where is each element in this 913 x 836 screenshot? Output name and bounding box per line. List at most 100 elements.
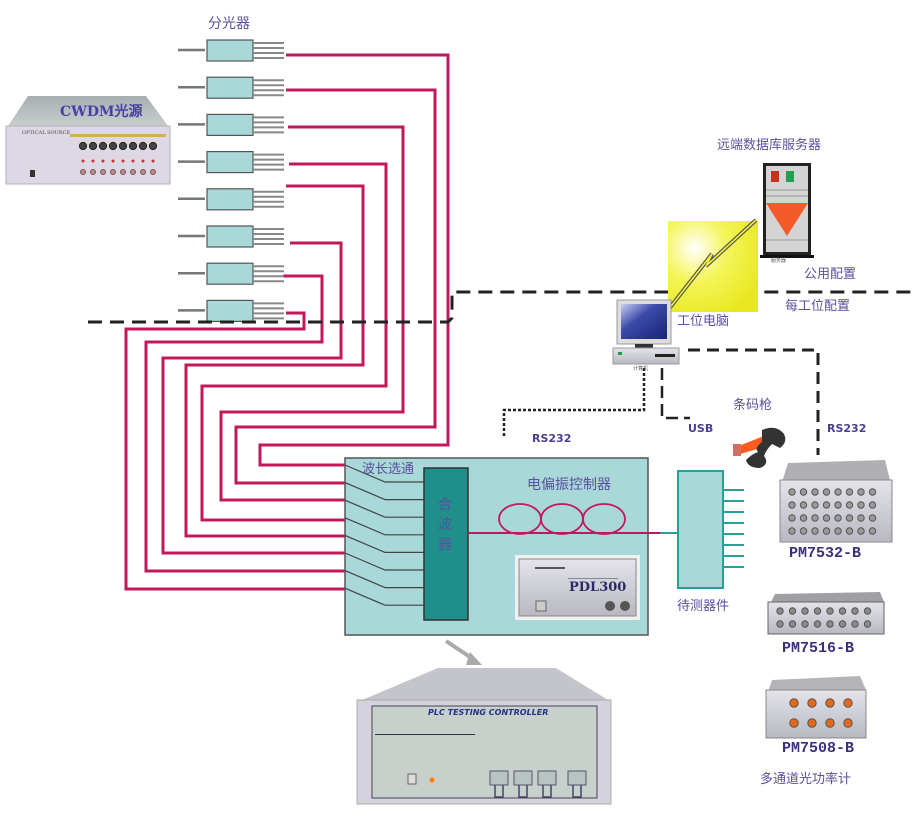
pm7532-port: [857, 501, 865, 509]
cwdm-switch: [140, 169, 146, 175]
splitter-array: [178, 39, 284, 322]
config-boundary-line: [88, 290, 913, 324]
workstation-pc-icon: [612, 299, 680, 365]
fiber-route: [144, 274, 345, 573]
pm7532-port: [788, 514, 796, 522]
pdl300-device: [515, 555, 640, 620]
cwdm-panel-text: OPTICAL SOURCE: [22, 130, 71, 136]
pm7532-port: [799, 514, 808, 522]
plc-port: [489, 770, 509, 786]
pm7516-port: [826, 620, 834, 628]
pm7516-port: [788, 607, 797, 615]
fiber-route: [258, 53, 450, 467]
plc-port: [513, 770, 533, 786]
cwdm-output-connector: [108, 141, 118, 151]
cwdm-switch: [90, 169, 96, 175]
plc-port: [567, 770, 587, 786]
pm7532-port: [845, 527, 854, 535]
combiner-input-line: [344, 534, 424, 554]
cwdm-indicator: [91, 159, 95, 163]
cwdm-switch: [150, 169, 156, 175]
pm7532-port: [822, 488, 831, 496]
plc-port: [537, 770, 557, 786]
rs232-right-label: RS232: [827, 422, 867, 435]
pm7532-port: [834, 514, 842, 522]
plc-port-cable: [542, 785, 552, 798]
pm7532-port: [811, 488, 819, 496]
splitter: [178, 113, 284, 137]
pm7516-port: [851, 620, 859, 628]
combiner-label: 合波器: [438, 497, 452, 553]
splitter: [178, 151, 284, 174]
pm7532-port: [799, 527, 808, 535]
pm7508-port: [807, 698, 817, 708]
pm7516-label: PM7516-B: [782, 640, 855, 657]
multichannel-power-meter-label: 多通道光功率计: [760, 772, 852, 787]
usb-label: USB: [688, 422, 714, 435]
combiner-input-line: [344, 587, 424, 606]
server-icon: [760, 163, 814, 258]
power-meter-pm7508: [765, 676, 867, 739]
pm7516-port: [776, 607, 784, 615]
pm7532-port: [857, 527, 865, 535]
pm7532-port: [788, 527, 796, 535]
pm7532-port: [857, 488, 865, 496]
dut-block: [677, 470, 724, 589]
cwdm-indicator: [131, 159, 135, 163]
rs232-link-right: [688, 348, 820, 455]
splitter-body: [206, 151, 254, 174]
splitter-body: [206, 76, 254, 99]
pm7516-port: [776, 620, 784, 628]
fiber-route: [200, 162, 388, 522]
combiner-block: [423, 467, 469, 621]
power-meter-pm7532: [779, 460, 893, 543]
fiber-route: [161, 241, 345, 555]
pm7532-port: [845, 488, 854, 496]
pm7532-port: [822, 514, 831, 522]
pm7508-port: [843, 718, 853, 728]
pm7532-port: [834, 527, 842, 535]
cwdm-indicator: [151, 159, 155, 163]
cwdm-switch: [130, 169, 136, 175]
pm7508-port: [789, 698, 799, 708]
combiner-input-line: [344, 517, 424, 536]
pm7532-port: [788, 488, 796, 496]
pm7532-port: [822, 501, 831, 509]
network-link: [666, 218, 758, 312]
plc-port-cable: [572, 785, 582, 798]
pm7516-port: [801, 607, 809, 615]
pdl300-label: PDL300: [569, 580, 627, 595]
pm7532-label: PM7532-B: [789, 545, 862, 562]
pm7516-port: [788, 620, 797, 628]
splitter-body: [206, 113, 254, 137]
pm7532-port: [834, 488, 842, 496]
pm7532-port: [845, 514, 854, 522]
pm7532-port: [868, 514, 877, 522]
cwdm-output-connector: [78, 141, 88, 151]
splitter: [178, 76, 284, 99]
pm7516-port: [863, 620, 872, 628]
cwdm-output-connector: [98, 141, 108, 151]
pm7532-port: [799, 501, 808, 509]
usb-link: [660, 368, 690, 420]
pm7532-port: [845, 501, 854, 509]
pm7532-port: [811, 527, 819, 535]
splitter-label: 分光器: [208, 16, 250, 32]
combiner-input-line: [344, 570, 424, 589]
pc-caption: 计算机: [633, 366, 649, 372]
shared-config-label: 公用配置: [804, 267, 857, 282]
cwdm-indicator: [111, 159, 115, 163]
rs232-left-label: RS232: [532, 432, 572, 445]
pm7532-port: [868, 488, 877, 496]
wavelength-select-label: 波长选通: [362, 462, 415, 477]
pm7532-port: [868, 527, 877, 535]
cwdm-switch: [120, 169, 126, 175]
pm7532-port: [834, 501, 842, 509]
pm7532-port: [857, 514, 865, 522]
remote-server-label: 远端数据库服务器: [717, 138, 822, 153]
plc-controller-label: PLC TESTING CONTROLLER: [428, 708, 549, 717]
splitter: [178, 262, 284, 285]
per-station-config-label: 每工位配置: [785, 299, 851, 314]
